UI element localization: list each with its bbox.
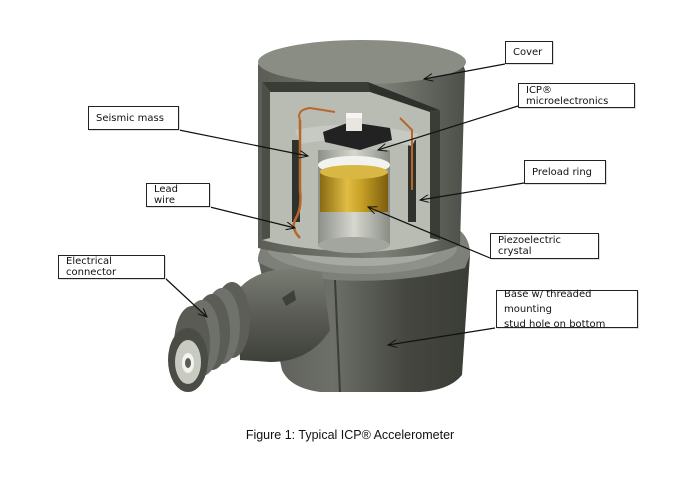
leader-cover (424, 63, 506, 79)
leader-piezoelectric (368, 207, 491, 259)
label-base-line2: stud hole on bottom (504, 318, 606, 330)
label-icp-microelectronics: ICP® microelectronics (518, 83, 635, 108)
figure-caption: Figure 1: Typical ICP® Accelerometer (245, 428, 455, 442)
lead-wire-part (292, 120, 302, 239)
leader-preload-ring (420, 182, 525, 200)
leader-seismic-mass (178, 129, 308, 156)
label-cover: Cover (505, 41, 553, 64)
label-base-line1: Base w/ threaded mounting (504, 288, 592, 315)
leader-lines (164, 63, 525, 345)
leader-microelectronics (378, 105, 519, 150)
leader-base (388, 327, 496, 345)
label-lead-wire: Lead wire (146, 183, 210, 207)
leader-lead-wire (209, 206, 295, 228)
label-preload-ring: Preload ring (524, 160, 606, 184)
crystal-top (320, 165, 388, 179)
leader-connector (164, 277, 207, 317)
label-electrical-connector: Electrical connector (58, 255, 165, 279)
lead-wire-part-top (298, 106, 336, 121)
electrical-connector-part (168, 268, 330, 392)
lead-wire-part-right (399, 117, 413, 190)
label-seismic-mass: Seismic mass (88, 106, 179, 130)
label-base: Base w/ threaded mounting stud hole on b… (496, 288, 638, 330)
icp-microelectronics-part (323, 113, 392, 150)
label-piezoelectric-crystal: Piezoelectric crystal (490, 233, 599, 259)
